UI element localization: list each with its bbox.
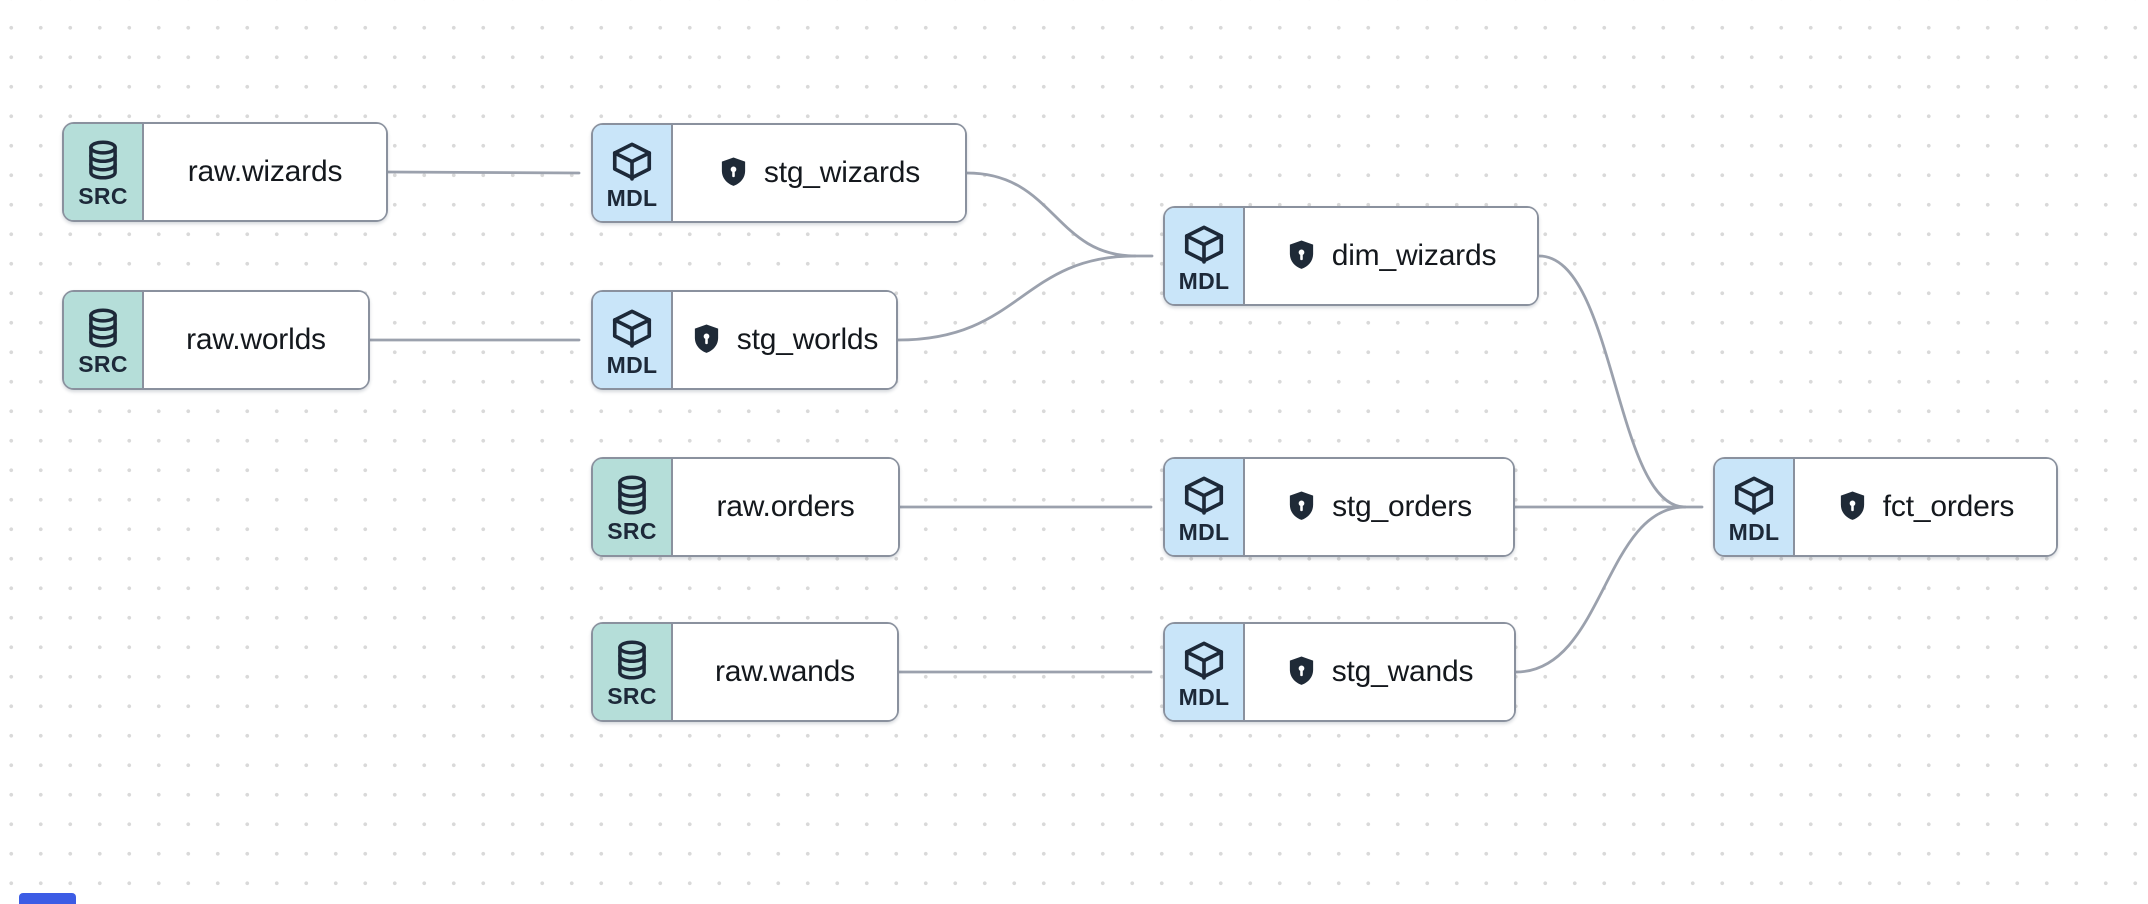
node-kind-badge: SRC bbox=[64, 292, 144, 388]
node-raw_wizards[interactable]: SRC raw.wizards bbox=[62, 122, 388, 222]
node-label: stg_orders bbox=[1332, 490, 1472, 523]
node-stg_orders[interactable]: MDL stg_orders bbox=[1163, 457, 1515, 557]
node-kind-badge: MDL bbox=[1715, 459, 1795, 555]
node-dim_wizards[interactable]: MDL dim_wizards bbox=[1163, 206, 1539, 306]
node-kind-label: SRC bbox=[607, 683, 657, 709]
node-kind-label: MDL bbox=[1178, 268, 1230, 294]
node-raw_orders[interactable]: SRC raw.orders bbox=[591, 457, 900, 557]
node-kind-label: MDL bbox=[606, 352, 658, 378]
edge-raw_wizards-stg_wizards bbox=[386, 170, 581, 175]
node-body: raw.wands bbox=[673, 624, 897, 720]
bottom-left-accent[interactable] bbox=[19, 893, 76, 904]
node-raw_wands[interactable]: SRC raw.wands bbox=[591, 622, 899, 722]
database-icon bbox=[618, 475, 646, 515]
database-icon bbox=[89, 308, 117, 348]
node-body: raw.orders bbox=[673, 459, 898, 555]
node-label: fct_orders bbox=[1882, 490, 2015, 523]
node-body: raw.worlds bbox=[144, 292, 368, 388]
node-label: raw.orders bbox=[716, 490, 855, 523]
cube-icon bbox=[1184, 476, 1224, 515]
node-body: stg_orders bbox=[1245, 459, 1513, 555]
database-icon bbox=[89, 140, 117, 180]
database-icon bbox=[618, 640, 646, 680]
node-label: raw.worlds bbox=[186, 323, 326, 356]
node-kind-badge: MDL bbox=[1165, 624, 1245, 720]
node-kind-badge: MDL bbox=[1165, 208, 1245, 304]
shield-lock-icon bbox=[721, 157, 746, 186]
node-label: stg_wizards bbox=[763, 156, 921, 189]
node-kind-badge: SRC bbox=[593, 459, 673, 555]
node-kind-label: MDL bbox=[606, 185, 658, 211]
node-raw_worlds[interactable]: SRC raw.worlds bbox=[62, 290, 370, 390]
node-body: raw.wizards bbox=[144, 124, 386, 220]
edge-stg_worlds-dim_wizards bbox=[896, 254, 1137, 342]
node-kind-label: MDL bbox=[1178, 519, 1230, 545]
shield-lock-icon bbox=[1840, 491, 1864, 520]
shield-lock-icon bbox=[1289, 656, 1313, 685]
node-label: stg_worlds bbox=[736, 323, 879, 356]
node-kind-label: SRC bbox=[607, 518, 657, 544]
node-kind-label: MDL bbox=[1178, 684, 1230, 710]
cube-icon bbox=[612, 142, 652, 181]
node-kind-badge: SRC bbox=[593, 624, 673, 720]
node-fct_orders[interactable]: MDL fct_orders bbox=[1713, 457, 2058, 557]
node-body: stg_worlds bbox=[673, 292, 896, 388]
edge-dim_wizards-fct_orders bbox=[1537, 254, 1687, 509]
node-label: dim_wizards bbox=[1331, 239, 1497, 272]
node-kind-badge: MDL bbox=[593, 125, 673, 221]
shield-lock-icon bbox=[1289, 240, 1313, 269]
node-stg_worlds[interactable]: MDL stg_worlds bbox=[591, 290, 898, 390]
node-label: raw.wizards bbox=[187, 155, 343, 188]
shield-lock-icon bbox=[1290, 491, 1314, 520]
node-body: fct_orders bbox=[1795, 459, 2056, 555]
node-body: stg_wizards bbox=[673, 125, 965, 221]
cube-icon bbox=[1184, 225, 1224, 264]
node-body: dim_wizards bbox=[1245, 208, 1537, 304]
node-label: raw.wands bbox=[715, 655, 855, 688]
node-kind-badge: MDL bbox=[593, 292, 673, 388]
node-stg_wands[interactable]: MDL stg_wands bbox=[1163, 622, 1516, 722]
edge-stg_wands-fct_orders bbox=[1514, 505, 1687, 674]
cube-icon bbox=[1184, 641, 1224, 680]
cube-icon bbox=[1734, 476, 1774, 515]
cube-icon bbox=[612, 309, 652, 348]
node-kind-badge: MDL bbox=[1165, 459, 1245, 555]
node-body: stg_wands bbox=[1245, 624, 1514, 720]
node-kind-label: MDL bbox=[1728, 519, 1780, 545]
node-label: stg_wands bbox=[1331, 655, 1474, 688]
shield-lock-icon bbox=[694, 324, 718, 353]
node-stg_wizards[interactable]: MDL stg_wizards bbox=[591, 123, 967, 223]
node-kind-badge: SRC bbox=[64, 124, 144, 220]
node-kind-label: SRC bbox=[78, 183, 128, 209]
edge-stg_wizards-dim_wizards bbox=[965, 171, 1137, 258]
node-kind-label: SRC bbox=[78, 351, 128, 377]
